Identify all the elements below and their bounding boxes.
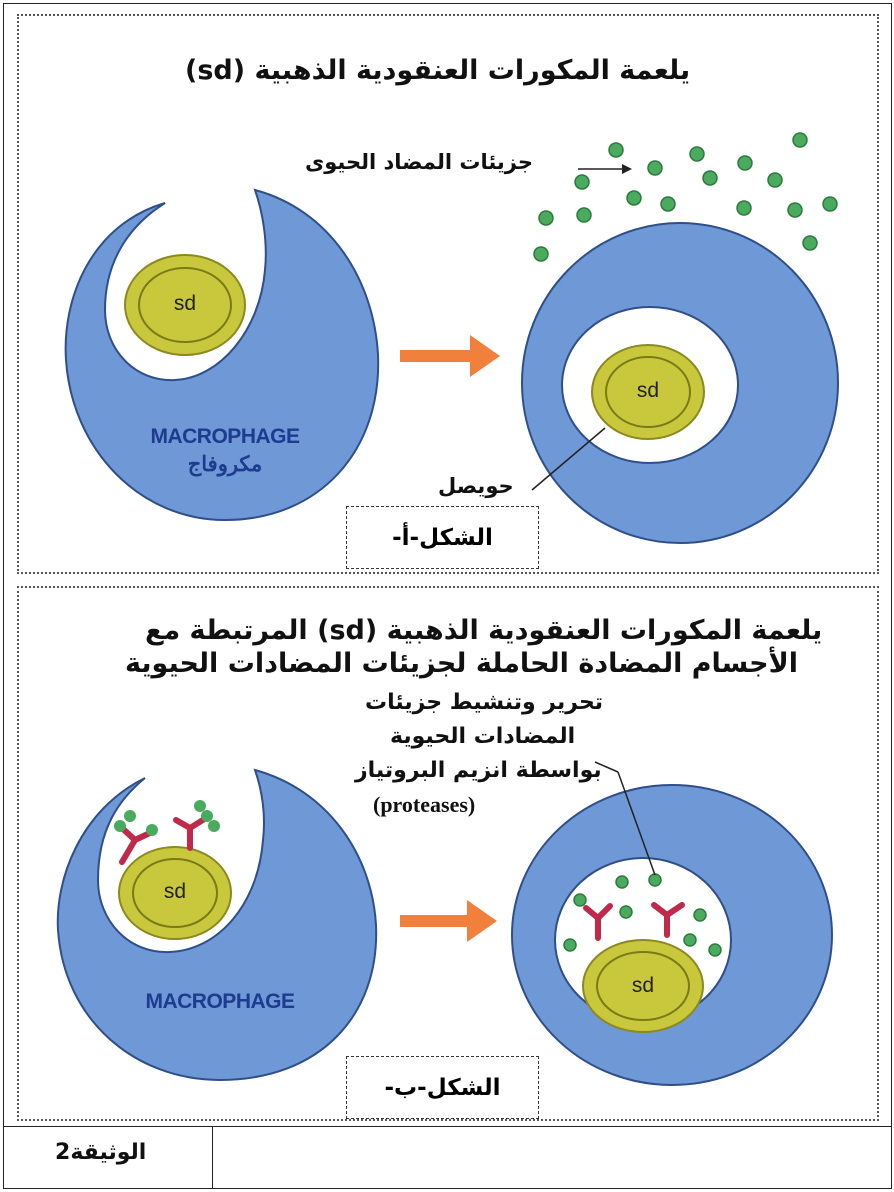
vesicle-label: حويصل: [438, 474, 514, 498]
release-line1: تحرير وتنشيط جزيئات: [365, 690, 603, 715]
macrophage-arabic-label: مكروفاج: [160, 452, 290, 477]
arrow-a: [400, 335, 500, 377]
release-line4: (proteases): [373, 792, 475, 818]
bacterium-label-a-right: sd: [608, 379, 688, 403]
antibiotic-label: جزيئات المضاد الحيوى: [305, 150, 533, 174]
bacterium-label-b-left: sd: [135, 880, 215, 904]
release-line3: بواسطة انزيم البروتياز: [355, 758, 602, 783]
bacterium-label-b-right: sd: [603, 974, 683, 998]
bacterium-label-a-left: sd: [145, 292, 225, 316]
document-label: الوثيقة2: [55, 1140, 146, 1165]
figure-a-title: يلعمة المكورات العنقودية الذهبية (sd): [185, 55, 690, 86]
arrow-b: [400, 900, 497, 942]
macrophage-label-b: MACROPHAGE: [120, 990, 320, 1014]
figure-b-title-line2: الأجسام المضادة الحاملة لجزيئات المضادات…: [125, 648, 798, 679]
release-line2: المضادات الحيوية: [390, 724, 575, 749]
macrophage-b-left: [58, 770, 376, 1080]
figure-b-title-line1: يلعمة المكورات العنقودية الذهبية (sd) ال…: [145, 615, 822, 646]
macrophage-label-a: MACROPHAGE: [130, 425, 320, 449]
figure-a-caption: الشكل-أ-: [346, 506, 539, 569]
figure-b-caption: الشكل-ب-: [346, 1056, 539, 1119]
